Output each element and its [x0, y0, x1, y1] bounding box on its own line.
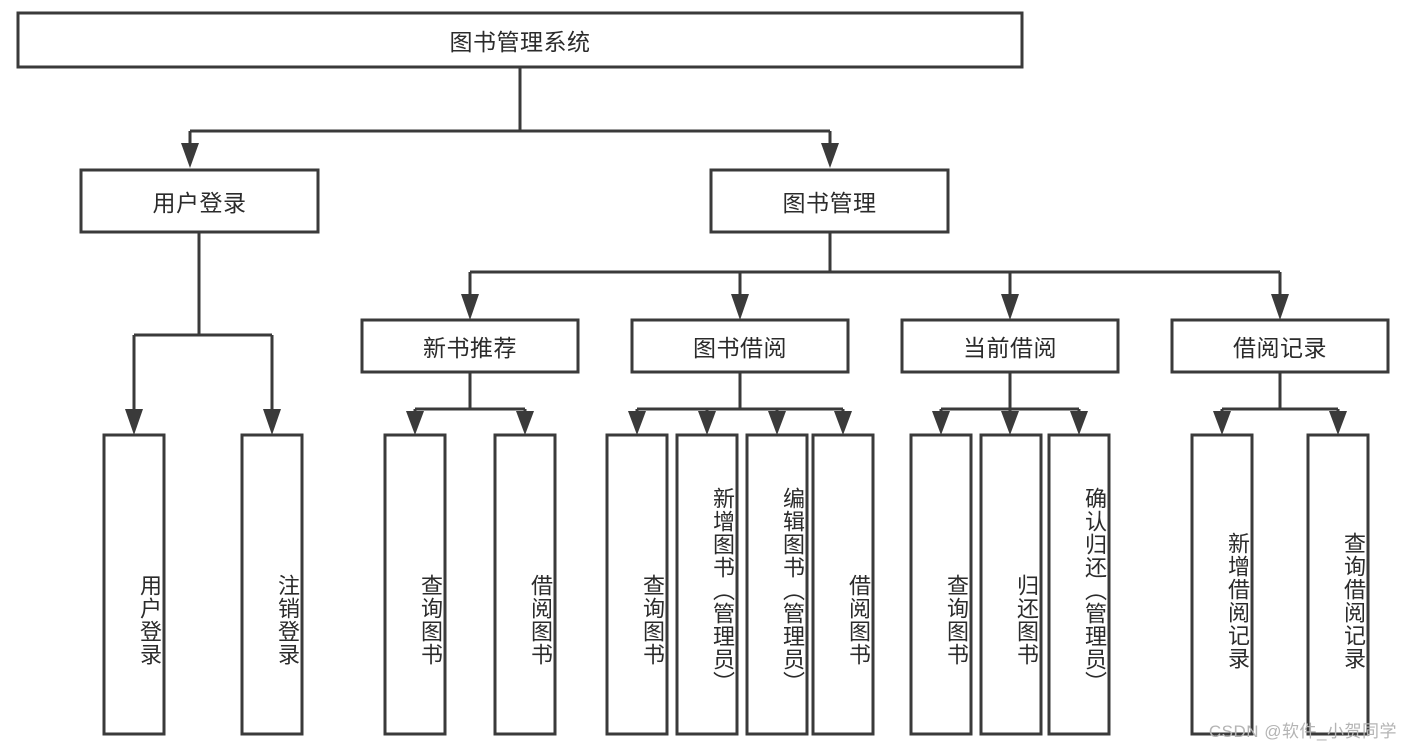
node-box-leaf-borrow-book-2[interactable]: [811, 433, 875, 736]
connector-group-root: [181, 67, 839, 168]
connector-group-current-borrow: [932, 372, 1088, 435]
csdn-watermark: CSDN @软件_小贺同学: [1208, 722, 1397, 741]
arrow-to-leaf-user-logout: [263, 409, 281, 435]
node-box-leaf-add-record[interactable]: [1190, 433, 1254, 736]
arrow-to-leaf-borrow-book-2: [834, 411, 852, 435]
arrow-to-leaf-add-record: [1213, 411, 1231, 435]
arrow-to-leaf-borrow-book-1: [516, 411, 534, 435]
node-box-leaf-confirm-return[interactable]: [1047, 433, 1111, 736]
node-box-borrow-record[interactable]: [1170, 318, 1390, 374]
arrow-to-book-borrow: [731, 294, 749, 320]
arrow-to-leaf-query-record: [1329, 411, 1347, 435]
connector-group-book-borrow: [628, 372, 852, 435]
arrow-to-leaf-query-book-1: [406, 411, 424, 435]
arrow-to-leaf-query-book-3: [932, 411, 950, 435]
node-box-leaf-edit-book[interactable]: [745, 433, 809, 736]
arrow-to-current-borrow: [1001, 294, 1019, 320]
node-box-root[interactable]: [16, 11, 1024, 69]
node-box-leaf-borrow-book-1[interactable]: [493, 433, 557, 736]
node-box-user-login[interactable]: [79, 168, 320, 234]
connector-group-new-book-rec: [406, 372, 534, 435]
arrow-to-leaf-user-login: [125, 409, 143, 435]
node-box-leaf-query-record[interactable]: [1306, 433, 1370, 736]
arrow-to-leaf-return-book: [1001, 411, 1019, 435]
node-box-book-borrow[interactable]: [630, 318, 850, 374]
node-box-leaf-user-login[interactable]: [102, 433, 166, 736]
arrow-to-leaf-edit-book: [768, 411, 786, 435]
node-box-leaf-query-book-3[interactable]: [909, 433, 973, 736]
arrow-to-borrow-record: [1271, 294, 1289, 320]
arrow-to-leaf-confirm-return: [1070, 411, 1088, 435]
node-box-book-manage[interactable]: [709, 168, 950, 234]
node-box-leaf-user-logout[interactable]: [240, 433, 304, 736]
node-box-leaf-return-book[interactable]: [979, 433, 1043, 736]
arrow-root-to-book-manage: [821, 143, 839, 168]
connector-group-borrow-record: [1213, 372, 1347, 435]
connector-group-book-manage: [461, 232, 1289, 320]
arrow-root-to-user-login: [181, 143, 199, 168]
node-box-current-borrow[interactable]: [900, 318, 1120, 374]
arrow-to-leaf-add-book: [698, 411, 716, 435]
arrow-to-new-book-rec: [461, 294, 479, 320]
node-box-leaf-query-book-1[interactable]: [383, 433, 447, 736]
node-box-new-book-rec[interactable]: [360, 318, 580, 374]
connector-group-user-login: [125, 232, 281, 435]
node-box-leaf-query-book-2[interactable]: [605, 433, 669, 736]
arrow-to-leaf-query-book-2: [628, 411, 646, 435]
node-box-leaf-add-book[interactable]: [675, 433, 739, 736]
